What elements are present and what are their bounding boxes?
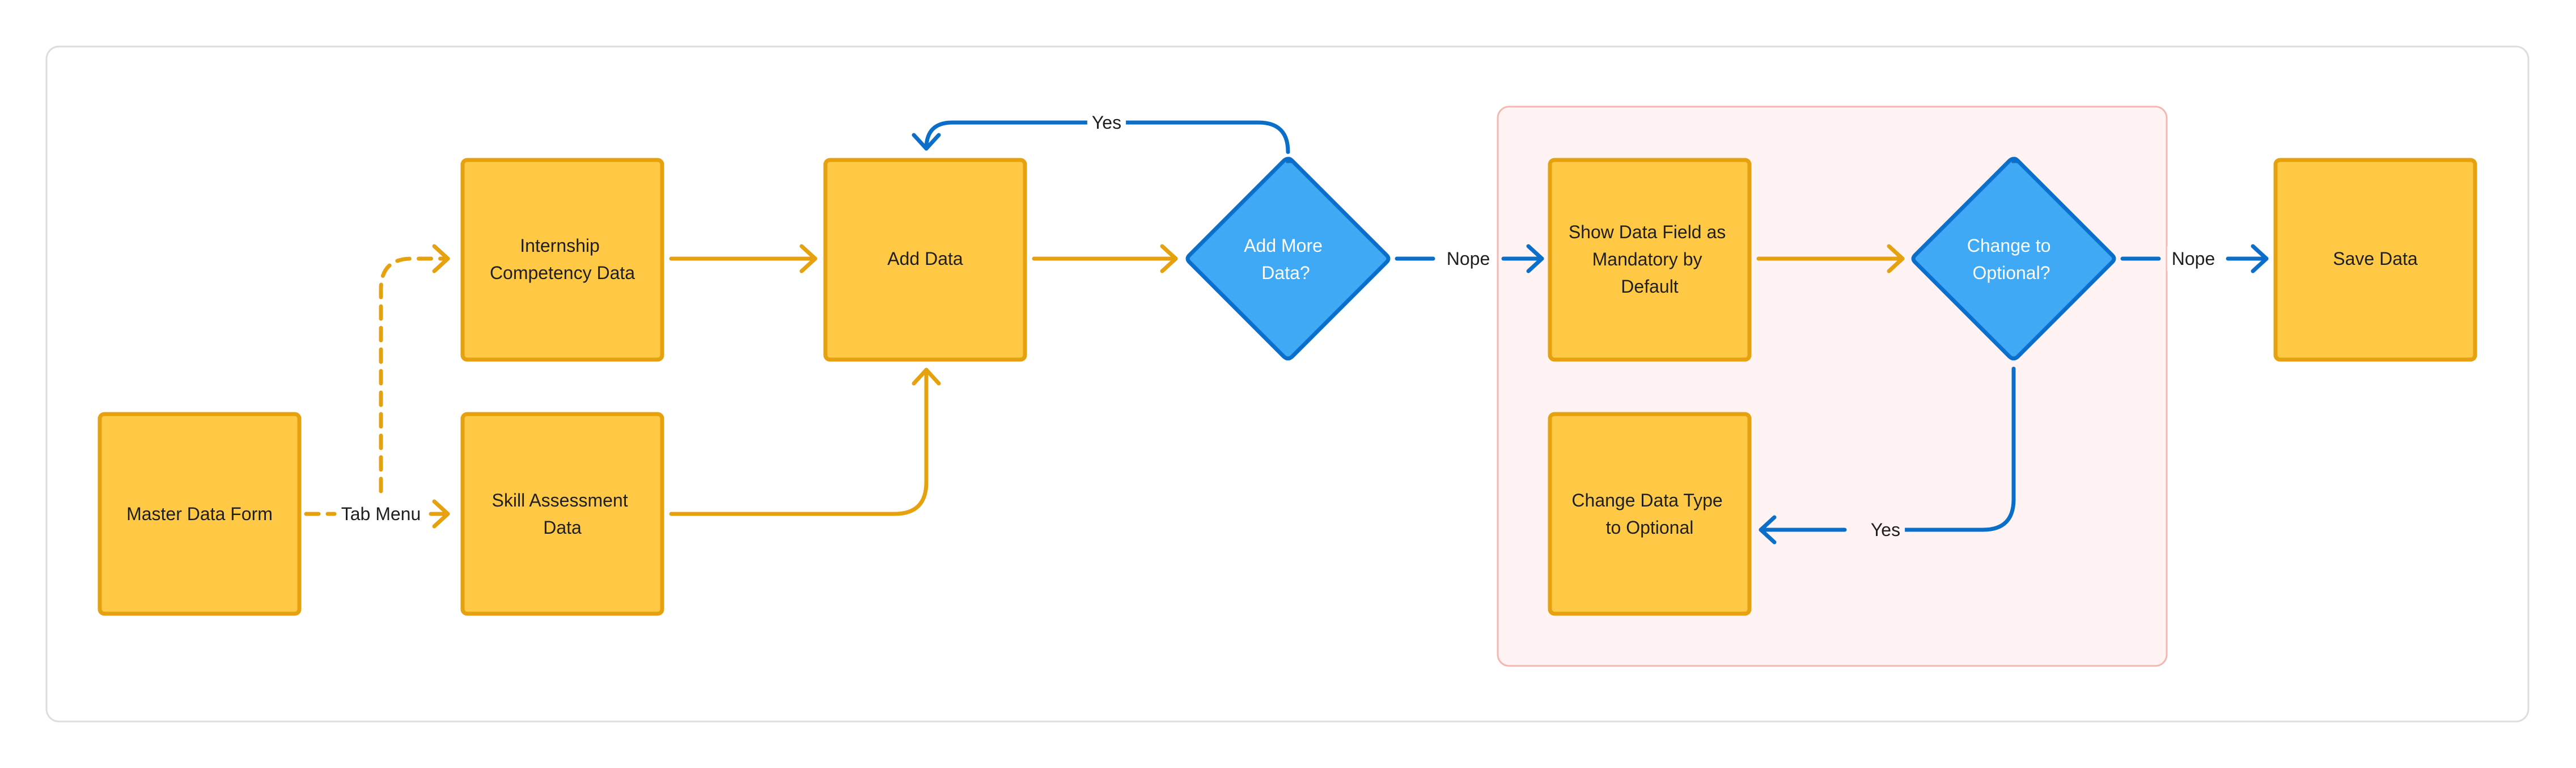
node-label-skill: Skill Assessment Data (492, 490, 633, 538)
node-label-change-type-line-2: to Optional (1606, 517, 1694, 538)
edge-label-nope-1: Nope (1447, 248, 1490, 269)
edge-add-data-to-decision-arrowhead (1160, 244, 1178, 273)
edge-label-background (336, 501, 426, 526)
node-label-internship-line-1: Internship (520, 235, 600, 256)
node-label-master-line-1: Master Data Form (126, 504, 273, 524)
node-label-add-data-line-1: Add Data (887, 248, 963, 269)
node-label-add-more-line-1: Add More (1244, 235, 1323, 256)
edge-yes-to-change-type (1759, 366, 2016, 532)
node-skill-assessment-data[interactable] (460, 412, 664, 616)
edge-skill-to-add-data (669, 368, 929, 516)
edge-label-background (2167, 246, 2220, 271)
node-label-save: Save Data (2333, 248, 2418, 269)
node-save-data[interactable] (2273, 158, 2477, 362)
node-show-data-field[interactable] (1548, 158, 1752, 362)
node-add-data[interactable] (823, 158, 1027, 362)
node-label-internship: Internship Competency Data (490, 235, 635, 283)
node-label-change-type: Change Data Type to Optional (1571, 490, 1727, 538)
node-label-show-field-line-2: Mandatory by (1592, 249, 1702, 269)
node-label-show-field: Show Data Field as Mandatory by Default (1569, 222, 1731, 297)
node-internship-competency-data[interactable] (460, 158, 664, 362)
edge-yes-loop-arrowhead (912, 133, 941, 151)
node-label-skill-line-1: Skill Assessment (492, 490, 628, 510)
node-change-to-optional-decision[interactable] (1911, 157, 2116, 361)
edge-label-yes-change: Yes (1871, 520, 1900, 540)
node-label-show-field-line-3: Default (1621, 276, 1679, 297)
node-label-skill-line-2: Data (543, 517, 582, 538)
node-labels: Master Data Form Internship Competency D… (126, 222, 2418, 538)
edge-label-tab-menu: Tab Menu (341, 504, 421, 524)
edge-label-nope-2: Nope (2172, 248, 2215, 269)
node-label-change-optional-line-2: Optional? (1973, 263, 2050, 283)
edge-label-background (1866, 517, 1905, 542)
edge-label-yes-loop: Yes (1092, 112, 1121, 133)
edge-skill-to-add-data-arrowhead (912, 368, 941, 386)
node-label-change-optional-line-1: Change to (1967, 235, 2051, 256)
node-label-internship-line-2: Competency Data (490, 263, 635, 283)
node-label-add-more-line-2: Data? (1261, 263, 1310, 283)
node-label-change-type-line-1: Change Data Type (1571, 490, 1722, 510)
node-label-add-more: Add More Data? (1244, 235, 1328, 283)
node-label-change-optional: Change to Optional? (1967, 235, 2056, 283)
edge-label-background (1087, 110, 1126, 135)
edge-label-background (1442, 246, 1495, 271)
node-master-data-form[interactable] (98, 412, 302, 616)
edge-labels: Tab Menu Yes Nope Nope Yes (341, 112, 2215, 540)
edge-show-field-to-decision-arrowhead (1887, 244, 1905, 273)
node-label-save-line-1: Save Data (2333, 248, 2418, 269)
edge-yes-to-change-type-arrowhead (1759, 515, 1777, 545)
decision-nodes (1185, 157, 2116, 361)
edge-nope-to-save-arrowhead (2251, 244, 2269, 273)
node-label-add-data: Add Data (887, 248, 963, 269)
node-change-data-type[interactable] (1548, 412, 1752, 616)
process-nodes (98, 158, 2477, 616)
edge-internship-to-add-data-arrowhead (799, 244, 817, 273)
node-add-more-data-decision[interactable] (1185, 157, 1391, 361)
node-label-show-field-line-1: Show Data Field as (1569, 222, 1726, 242)
edge-tab-to-internship (379, 256, 450, 493)
edge-master-to-skill-arrowhead (432, 499, 450, 529)
edge-nope-to-show-field-arrowhead (1526, 244, 1544, 273)
edge-tab-to-internship-arrowhead (432, 244, 450, 273)
node-label-master: Master Data Form (126, 504, 273, 524)
